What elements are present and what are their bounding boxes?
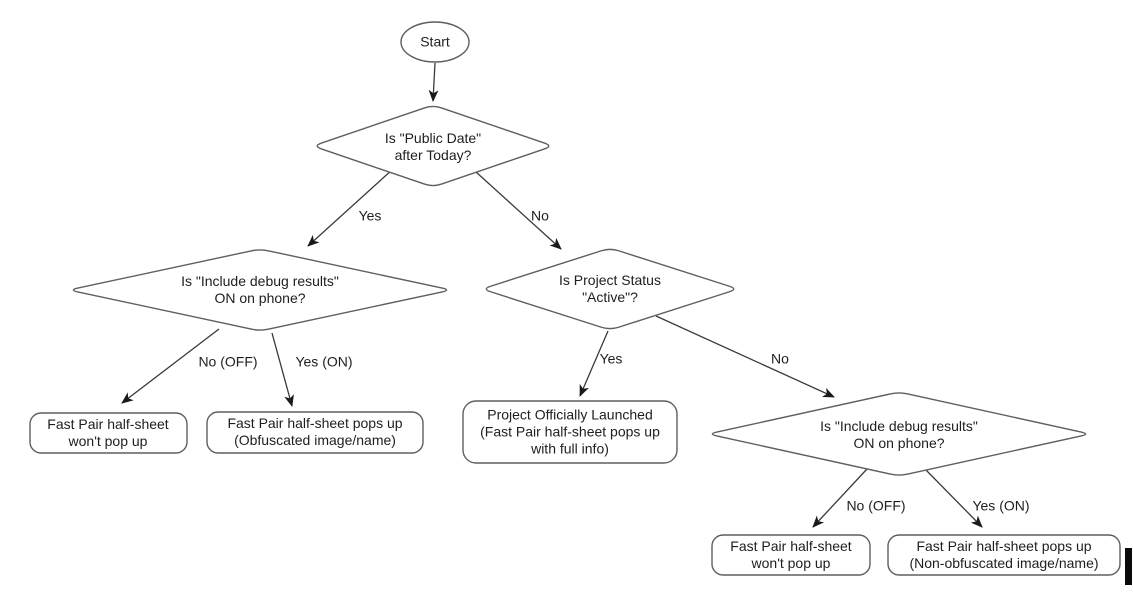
label-line: Is "Include debug results"	[181, 273, 339, 289]
start-terminator-label: Start	[420, 33, 450, 50]
label-line: (Fast Pair half-sheet pops up	[480, 423, 660, 440]
edge-label-debug-right-no: No (OFF)	[846, 497, 906, 514]
label-line: (Obfuscated image/name)	[234, 432, 396, 448]
label-line: Fast Pair half-sheet pops up	[916, 538, 1092, 554]
edge-label-public-date-yes: Yes	[358, 207, 382, 224]
label-line: Is "Public Date"	[384, 130, 482, 146]
label-line: Is Project Status	[559, 272, 661, 288]
edge-label-project-status-yes: Yes	[599, 350, 623, 367]
decision-debug-results-right-shape	[711, 392, 1087, 476]
result-no-popup-right-label: Fast Pair half-sheet won't pop up	[730, 538, 851, 572]
label-line: Fast Pair half-sheet	[730, 538, 852, 554]
arrow-debug-right-no	[812, 468, 868, 528]
label-line: Fast Pair half-sheet pops up	[227, 415, 403, 431]
arrow-project-status-no	[655, 315, 835, 398]
label-line: "Active"?	[582, 289, 638, 305]
label-line: ON on phone?	[214, 290, 306, 306]
label-line: Is "Include debug results"	[820, 418, 978, 434]
result-obfuscated-popup-label: Fast Pair half-sheet pops up (Obfuscated…	[227, 415, 402, 449]
decision-project-status-label: Is Project Status "Active"?	[559, 272, 661, 306]
arrow-debug-left-no	[121, 328, 220, 404]
result-non-obfuscated-popup-label: Fast Pair half-sheet pops up (Non-obfusc…	[909, 538, 1098, 572]
decision-public-date-shape	[316, 105, 550, 187]
arrow-debug-left-yes	[271, 332, 294, 407]
result-obfuscated-popup-shape	[206, 411, 424, 454]
label-line: after Today?	[394, 147, 472, 163]
arrow-public-date-yes	[307, 168, 394, 247]
decision-debug-results-left-shape	[72, 249, 448, 331]
arrow-start-to-public-date	[428, 62, 439, 102]
result-no-popup-left-label: Fast Pair half-sheet won't pop up	[47, 416, 168, 450]
decision-debug-results-left-label: Is "Include debug results" ON on phone?	[181, 273, 339, 307]
edge-label-project-status-no: No	[771, 350, 789, 367]
edge-label-debug-left-yes: Yes (ON)	[295, 353, 353, 370]
result-no-popup-right-shape	[711, 534, 871, 576]
decision-project-status-shape	[485, 248, 735, 330]
label-line: ON on phone?	[853, 435, 945, 451]
decision-public-date-label: Is "Public Date" after Today?	[385, 130, 481, 164]
label-line: (Non-obfuscated image/name)	[909, 555, 1099, 571]
arrow-debug-right-yes	[924, 468, 983, 528]
arrow-project-status-yes	[579, 330, 609, 397]
decision-debug-results-right-label: Is "Include debug results" ON on phone?	[820, 418, 978, 452]
result-project-launched-shape	[462, 400, 678, 464]
arrow-public-date-no	[475, 171, 562, 250]
text-cursor-artifact	[1125, 548, 1132, 585]
label-line: with full info)	[531, 440, 609, 457]
label-line: won't pop up	[751, 555, 831, 571]
result-no-popup-left-shape	[29, 412, 188, 454]
label-line: Fast Pair half-sheet	[47, 416, 169, 432]
edge-label-debug-left-no: No (OFF)	[198, 353, 258, 370]
result-project-launched-label: Project Officially Launched (Fast Pair h…	[480, 407, 660, 458]
label-line: Project Officially Launched	[487, 406, 653, 423]
label-line: won't pop up	[68, 433, 148, 449]
start-terminator-shape	[400, 21, 470, 63]
result-non-obfuscated-popup-shape	[887, 534, 1121, 576]
edge-label-public-date-no: No	[531, 207, 549, 224]
edge-label-debug-right-yes: Yes (ON)	[972, 497, 1030, 514]
